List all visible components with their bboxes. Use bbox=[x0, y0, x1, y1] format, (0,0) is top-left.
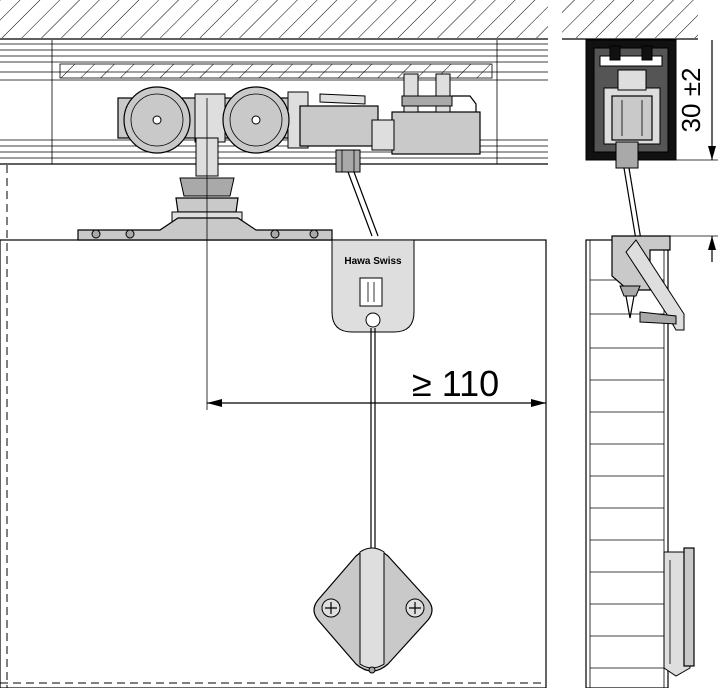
ceiling bbox=[0, 0, 548, 40]
side-view: 30 ±2 bbox=[562, 0, 718, 688]
front-view: Hawa Swiss ≥ 110 bbox=[0, 0, 548, 688]
rail-profile bbox=[585, 39, 677, 169]
door-side-section bbox=[585, 239, 669, 688]
dimension-min-distance: ≥ 110 bbox=[206, 98, 547, 410]
dimension-height: 30 ±2 bbox=[670, 40, 718, 262]
door-panel bbox=[0, 239, 547, 688]
brand-plate: Hawa Swiss bbox=[331, 239, 415, 333]
roller-wheel-right bbox=[222, 86, 290, 154]
cable-upper bbox=[347, 171, 373, 237]
brand-label: Hawa Swiss bbox=[344, 256, 402, 267]
side-bracket bbox=[611, 235, 685, 331]
mounting-plate bbox=[77, 217, 333, 241]
bottom-stopper bbox=[313, 547, 433, 674]
height-label: 30 ±2 bbox=[676, 68, 706, 133]
floor-guide bbox=[663, 547, 695, 677]
min-distance-label: ≥ 110 bbox=[412, 363, 499, 404]
roller-wheel-left bbox=[123, 86, 191, 154]
